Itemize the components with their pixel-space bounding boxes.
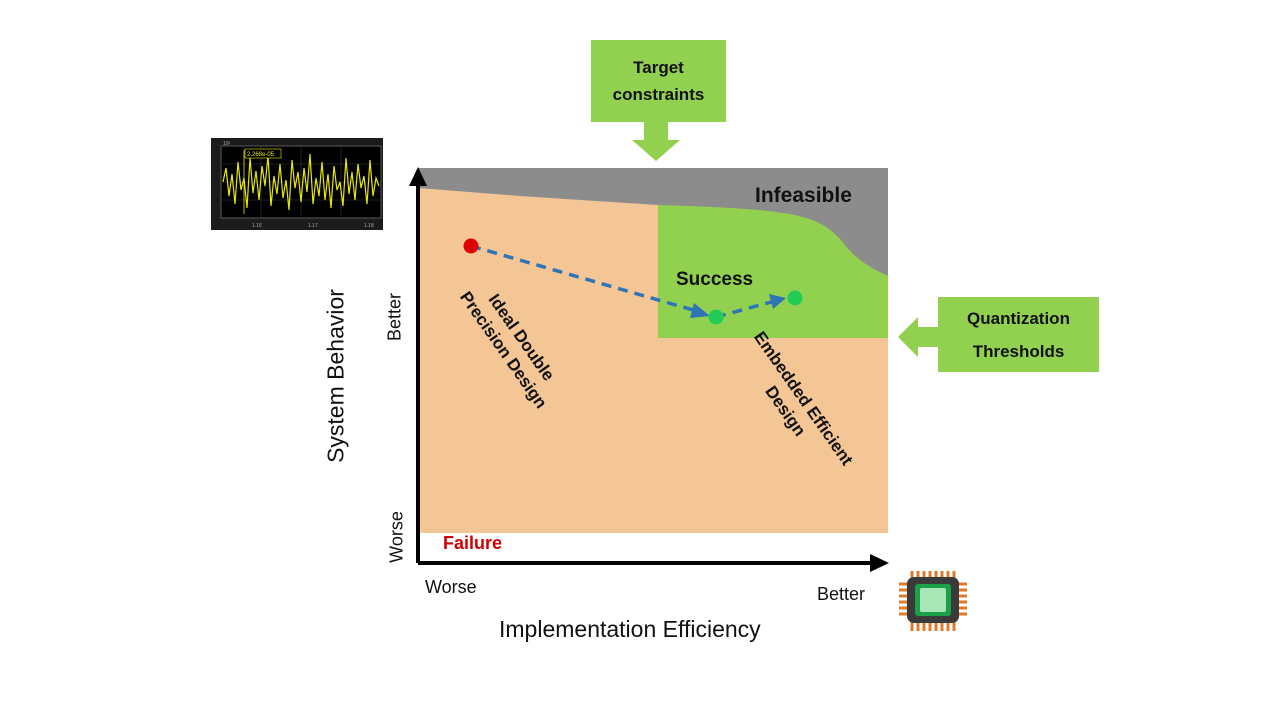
scope-tick-3: 1.18 (364, 223, 374, 229)
embedded-design-point (708, 309, 724, 325)
x-axis-high-label: Better (817, 584, 866, 604)
target-constraints-line2: constraints (612, 85, 705, 104)
path-arrow-ideal-to-embedded (470, 244, 701, 314)
path-arrowhead-2 (769, 294, 786, 309)
quantization-thresholds-callout: Quantization Thresholds (938, 297, 1099, 372)
refined-design-point (787, 290, 803, 306)
scope-waveform (222, 153, 380, 211)
y-axis-low-label: Worse (386, 511, 407, 563)
infeasible-region (418, 168, 888, 276)
quantization-line2: Thresholds (972, 341, 1065, 361)
infeasible-label: Infeasible (755, 184, 852, 207)
x-axis-low-label: Worse (425, 577, 477, 597)
signal-scope-thumbnail: 2.268e-05 10³ 1.16 1.17 1.18 (211, 138, 383, 230)
scope-readout: 2.268e-05 (247, 152, 275, 158)
x-axis-title: Implementation Efficiency (499, 616, 761, 642)
y-axis-arrowhead (409, 167, 427, 186)
quantization-arrow (898, 317, 938, 357)
target-constraints-callout: Target constraints (591, 40, 726, 122)
path-arrowhead-1 (690, 303, 710, 318)
signal-scope-icon: 2.268e-05 10³ 1.16 1.17 1.18 (220, 141, 382, 229)
y-axis-title: System Behavior (322, 289, 349, 463)
failure-label: Failure (443, 533, 502, 553)
ideal-design-point (463, 238, 479, 254)
x-axis-arrowhead (870, 554, 889, 572)
scope-exponent: 10³ (223, 141, 231, 147)
scope-tick-1: 1.16 (252, 223, 262, 229)
success-label: Success (676, 269, 753, 290)
microchip-icon (899, 571, 967, 631)
quantization-line1: Quantization (967, 308, 1070, 328)
y-axis-high-label: Better (384, 292, 405, 342)
scope-tick-2: 1.17 (308, 223, 318, 229)
target-constraints-line1: Target (633, 58, 684, 77)
target-constraints-arrow (632, 122, 680, 161)
